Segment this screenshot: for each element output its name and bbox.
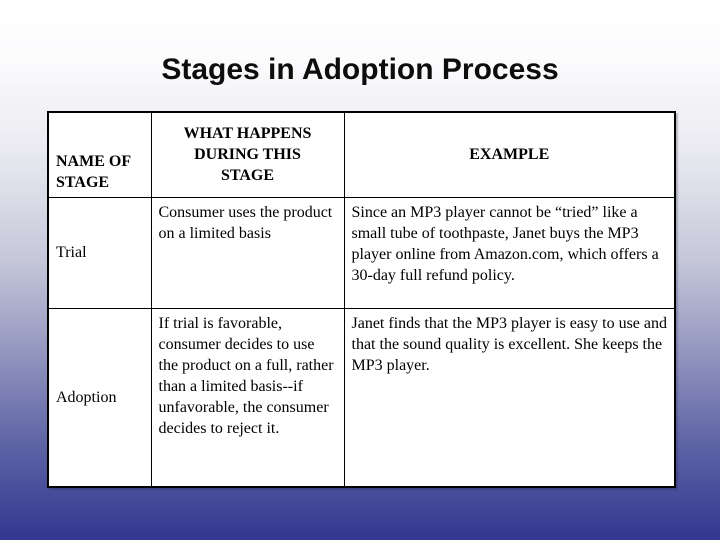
- adoption-stages-table: NAME OF STAGE WHAT HAPPENS DURING THIS S…: [47, 111, 676, 488]
- header-name-of-stage: NAME OF STAGE: [47, 111, 152, 198]
- table-row-trial: Trial Consumer uses the product on a lim…: [47, 196, 676, 309]
- what-happens-cell-trial: Consumer uses the product on a limited b…: [150, 196, 345, 309]
- what-happens-cell-adoption: If trial is favorable, consumer decides …: [150, 307, 345, 488]
- header-example: EXAMPLE: [343, 111, 676, 198]
- example-cell-trial: Since an MP3 player cannot be “tried” li…: [343, 196, 676, 309]
- slide-title: Stages in Adoption Process: [161, 53, 559, 86]
- stage-name-cell-trial: Trial: [47, 196, 152, 309]
- stage-name-cell-adoption: Adoption: [47, 307, 152, 488]
- header-what-happens: WHAT HAPPENS DURING THIS STAGE: [150, 111, 345, 198]
- example-cell-adoption: Janet finds that the MP3 player is easy …: [343, 307, 676, 488]
- table-row-adoption: Adoption If trial is favorable, consumer…: [47, 307, 676, 488]
- table-header-row: NAME OF STAGE WHAT HAPPENS DURING THIS S…: [47, 111, 676, 198]
